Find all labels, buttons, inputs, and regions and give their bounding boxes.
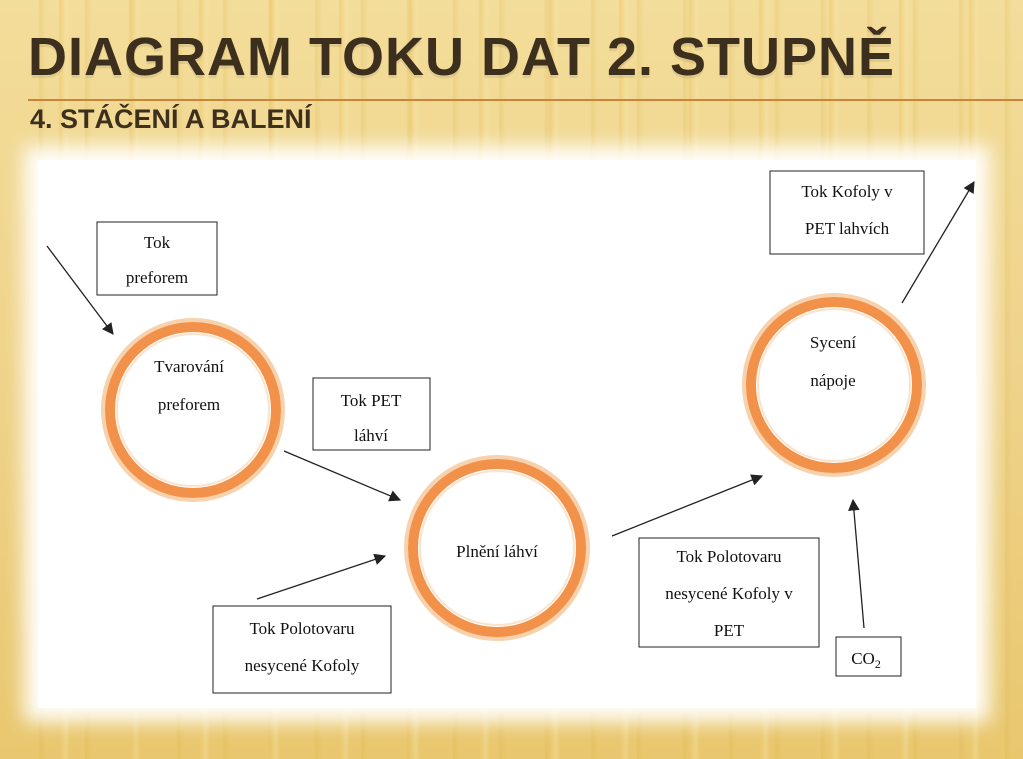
flow-box-tok-polotovaru-pet: Tok Polotovaru nesycené Kofoly v PET [638, 537, 820, 648]
flow-box-co2: CO2 [835, 636, 902, 677]
svg-text:PET lahvích: PET lahvích [805, 219, 890, 238]
co2-label: CO [851, 649, 875, 668]
svg-text:Tok Kofoly v: Tok Kofoly v [801, 182, 893, 201]
process-syceni-line2: nápoje [810, 371, 855, 390]
slide-title: DIAGRAM TOKU DAT 2. STUPNĚ [28, 27, 896, 87]
process-tvarovani-line2: preforem [158, 395, 220, 414]
flow-box-tok-kofoly-pet: Tok Kofoly v PET lahvích [769, 170, 925, 255]
svg-text:nesycené Kofoly v: nesycené Kofoly v [665, 584, 793, 603]
svg-text:Tok PET: Tok PET [341, 391, 402, 410]
co2-subscript: 2 [875, 657, 881, 671]
flow-box-tok-polotovaru: Tok Polotovaru nesycené Kofoly [212, 605, 392, 694]
arrow-co2-to-syceni [848, 498, 865, 629]
arrow-tvarovani-to-plneni [283, 450, 402, 502]
process-plneni: Plnění láhví [404, 455, 590, 641]
svg-text:nesycené Kofoly: nesycené Kofoly [245, 656, 360, 675]
process-syceni: Sycení nápoje [742, 293, 926, 477]
arrow-syceni-output [901, 180, 975, 304]
svg-text:Tok Polotovaru: Tok Polotovaru [676, 547, 782, 566]
process-tvarovani: Tvarování preforem [101, 318, 285, 502]
flow-box-tok-pet-lahvi: Tok PET láhví [312, 377, 431, 451]
process-syceni-line1: Sycení [810, 333, 857, 352]
svg-text:preforem: preforem [126, 268, 188, 287]
svg-text:Tok Polotovaru: Tok Polotovaru [249, 619, 355, 638]
arrow-input-to-tvarovani [46, 245, 114, 335]
title-rule [28, 99, 1023, 101]
svg-text:Tok: Tok [144, 233, 171, 252]
slide-subtitle: 4. STÁČENÍ A BALENÍ [30, 104, 312, 134]
svg-text:láhví: láhví [354, 426, 388, 445]
arrow-plneni-to-syceni [611, 474, 764, 537]
svg-text:PET: PET [714, 621, 745, 640]
arrow-polotovar-to-plneni [256, 553, 387, 600]
process-plneni-label: Plnění láhví [456, 542, 538, 561]
process-tvarovani-line1: Tvarování [154, 357, 224, 376]
svg-text:CO2: CO2 [851, 649, 881, 671]
flow-box-tok-preforem: Tok preforem [96, 221, 218, 296]
